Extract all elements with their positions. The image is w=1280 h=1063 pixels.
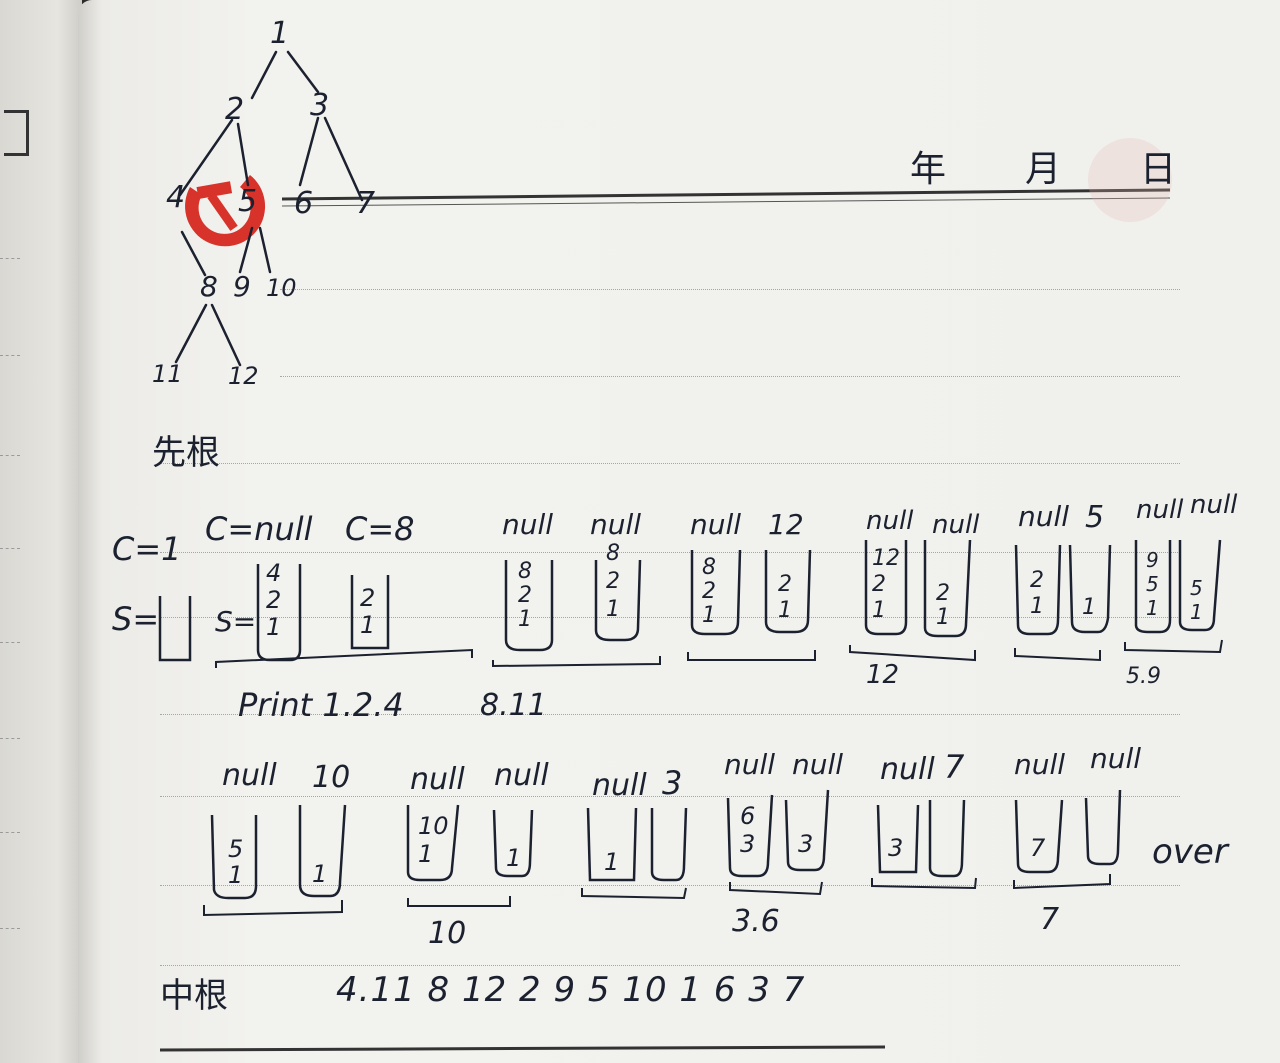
- r2-frame3-c-left: null: [592, 768, 647, 803]
- tree-edges: [174, 50, 364, 367]
- tree-node-5: 5: [238, 184, 258, 219]
- c-initial: C=1: [112, 530, 182, 568]
- r2-frame5-c-right: 7: [944, 748, 965, 786]
- ruled-line: [160, 965, 1180, 966]
- tree-node-10: 10: [266, 274, 297, 302]
- frame6-right-stack: 5 1: [1190, 576, 1203, 624]
- braces-row1: [215, 639, 1223, 668]
- r2-frame4-left-stack: 6 3: [740, 802, 756, 858]
- print-extra: 8.11: [480, 688, 547, 723]
- s-initial: S=: [112, 600, 160, 638]
- left-page-edge: [0, 0, 82, 1063]
- frame1-c-right: C=8: [345, 510, 415, 548]
- tree-node-12: 12: [228, 362, 259, 390]
- tree-node-7: 7: [356, 186, 376, 221]
- r2-frame2-print: 10: [428, 916, 467, 951]
- ruled-line: [160, 796, 1180, 797]
- stack-cups-row1: [158, 539, 1222, 662]
- frame6-left-stack: 9 5 1: [1146, 548, 1159, 620]
- frame2-c-right: null: [590, 508, 642, 541]
- ruled-line: [280, 289, 1180, 290]
- frame4-c-right: null: [932, 510, 980, 540]
- frame3-right-stack: 2 1: [778, 572, 792, 623]
- left-page-glyph: [4, 110, 29, 156]
- over-label: over: [1152, 832, 1228, 872]
- r2-frame1-c-left: null: [222, 758, 277, 793]
- r2-frame4-right-stack: 3: [798, 830, 814, 858]
- frame2-left-stack: 8 2 1: [518, 559, 532, 632]
- r2-frame6-c-right: null: [1090, 742, 1142, 775]
- bottom-rule: [159, 1045, 886, 1052]
- r2-frame6-left-stack: 7: [1030, 834, 1046, 862]
- r2-frame2-c-right: null: [494, 758, 549, 793]
- section-title-inorder: 中根: [160, 976, 228, 1016]
- print-label: Print 1.2.4: [238, 686, 404, 724]
- stack-cups-row2: [210, 789, 1122, 900]
- frame5-c-right: 5: [1085, 500, 1105, 535]
- tree-node-6: 6: [294, 186, 314, 221]
- r2-frame5-c-left: null: [880, 752, 935, 787]
- frame4-print: 12: [866, 660, 900, 690]
- r2-frame4-print: 3.6: [732, 904, 780, 939]
- section-title-preorder: 先根: [152, 433, 220, 473]
- frame1-c-left: C=null: [205, 510, 313, 548]
- header-rule-thin: [281, 197, 1171, 207]
- frame3-c-right: 12: [768, 508, 804, 541]
- frame5-c-left: null: [1018, 500, 1070, 533]
- r2-frame1-left-stack: 5 1: [228, 835, 244, 889]
- header-year: 年: [910, 149, 947, 190]
- header-rule: [281, 188, 1171, 201]
- r2-frame2-right-stack: 1: [506, 844, 522, 872]
- frame2-right-stack: 8 2 1: [606, 541, 620, 622]
- tree-node-8: 8: [200, 270, 218, 303]
- braces-row2: [203, 874, 1111, 917]
- frame6-c-left: null: [1136, 495, 1184, 525]
- r2-frame4-c-right: null: [792, 748, 844, 781]
- r2-frame4-c-left: null: [724, 748, 776, 781]
- ruled-line: [160, 714, 1180, 715]
- r2-frame6-print: 7: [1040, 902, 1060, 937]
- r2-frame3-left-stack: 1: [604, 848, 620, 876]
- r2-frame1-right-stack: 1: [312, 860, 328, 888]
- frame2-c-left: null: [502, 508, 554, 541]
- ruled-line: [160, 617, 1180, 618]
- r2-frame6-c-left: null: [1014, 748, 1066, 781]
- frame3-c-left: null: [690, 508, 742, 541]
- r2-frame3-c-right: 3: [662, 764, 683, 802]
- header-month: 月: [1025, 149, 1062, 190]
- tree-node-4: 4: [166, 180, 186, 215]
- frame4-left-stack: 12 2 1: [872, 546, 900, 623]
- r2-frame2-c-left: null: [410, 762, 465, 797]
- header-day: 日: [1140, 149, 1177, 190]
- frame6-print: 5.9: [1126, 664, 1161, 689]
- r2-frame2-left-stack: 10 1: [418, 812, 449, 868]
- r2-frame5-left-stack: 3: [888, 834, 904, 862]
- ruled-line: [160, 885, 1180, 886]
- frame5-left-stack: 2 1: [1030, 568, 1044, 619]
- ruled-line: [160, 552, 1180, 553]
- tree-node-2: 2: [225, 92, 245, 127]
- frame5-right-stack: 1: [1082, 595, 1096, 620]
- watermark-emblem: [1088, 138, 1172, 222]
- r2-frame1-c-right: 10: [312, 760, 351, 795]
- frame6-c-right: null: [1190, 490, 1238, 520]
- tree-node-11: 11: [152, 360, 183, 388]
- frame1-left-stack: 4 2 1: [266, 559, 282, 641]
- inorder-sequence: 4.11 8 12 2 9 5 10 1 6 3 7: [336, 970, 806, 1010]
- frame1-right-stack: 2 1: [360, 584, 376, 639]
- ruled-line: [280, 376, 1180, 377]
- tree-node-1: 1: [270, 16, 290, 51]
- tree-node-3: 3: [310, 88, 330, 123]
- ruled-line: [160, 463, 1180, 464]
- tree-node-9: 9: [233, 270, 251, 303]
- red-emblem: [185, 175, 266, 247]
- frame1-s-label: S=: [215, 605, 257, 638]
- frame4-right-stack: 2 1: [936, 581, 950, 630]
- frame4-c-left: null: [866, 506, 914, 536]
- frame3-left-stack: 8 2 1: [702, 555, 716, 628]
